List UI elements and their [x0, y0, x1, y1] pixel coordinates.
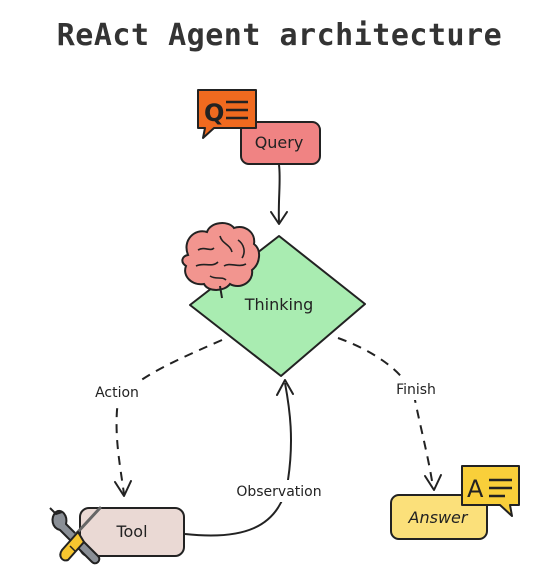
tools-icon	[49, 506, 102, 565]
action-label-bg	[82, 381, 152, 403]
finish-label-bg	[384, 378, 448, 400]
action-label: Action	[95, 385, 139, 401]
answer-badge-letter: A	[467, 475, 484, 503]
diagram-title: ReAct Agent architecture	[56, 18, 503, 53]
thinking-label: Thinking	[244, 295, 314, 314]
observation-label-bg	[218, 480, 340, 502]
tool-label: Tool	[115, 522, 147, 541]
query-badge-letter: Q	[204, 99, 224, 127]
finish-label: Finish	[396, 382, 436, 398]
edge-finish	[337, 337, 442, 491]
query-node[interactable]	[240, 121, 321, 165]
answer-document-icon: A	[461, 465, 520, 517]
edge-query-thinking	[270, 164, 288, 225]
tool-node[interactable]	[79, 507, 185, 557]
query-label: Query	[255, 133, 304, 152]
observation-label: Observation	[236, 484, 321, 500]
edge-observation	[184, 379, 294, 537]
answer-label: Answer	[408, 508, 469, 527]
edge-action	[114, 339, 223, 497]
query-document-icon: Q	[197, 89, 257, 139]
brain-icon	[181, 222, 260, 299]
